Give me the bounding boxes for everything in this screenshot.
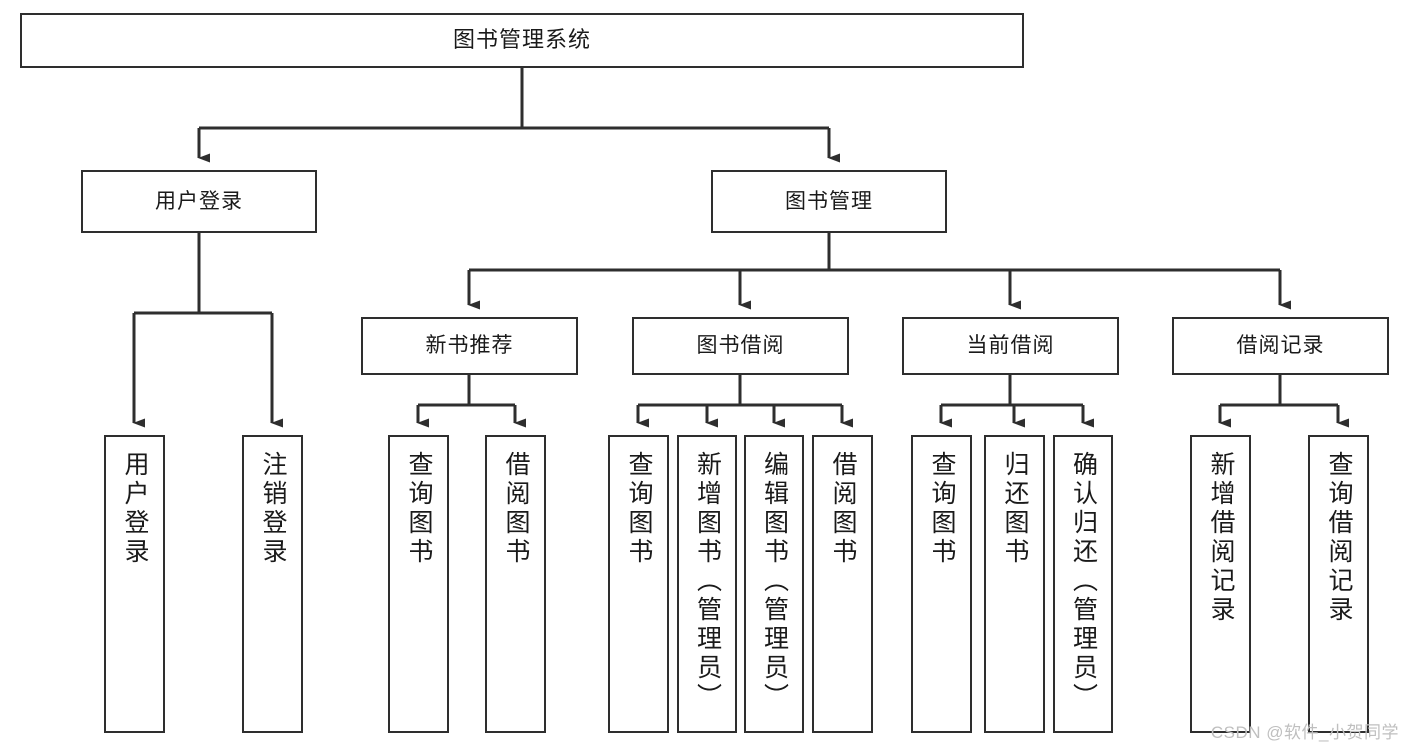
node-label: 借阅图书 [502,451,530,567]
leaf-user-logout[interactable]: 注销登录 [242,435,303,733]
node-label: 确认归还（管理员） [1069,451,1098,712]
node-label: 图书管理系统 [452,27,591,53]
node-label: 查询图书 [928,451,956,567]
leaf-query-book-borrow[interactable]: 查询图书 [608,435,669,733]
leaf-borrow-book[interactable]: 借阅图书 [812,435,873,733]
leaf-user-login[interactable]: 用户登录 [104,435,165,733]
node-label: 查询图书 [625,451,653,567]
node-label: 新书推荐 [425,334,514,358]
node-book-management[interactable]: 图书管理 [711,170,947,233]
leaf-add-book-admin[interactable]: 新增图书（管理员） [677,435,737,733]
node-label: 图书管理 [785,189,873,213]
node-label: 借阅图书 [829,451,857,567]
node-label: 归还图书 [1001,451,1029,567]
leaf-borrow-book-recommend[interactable]: 借阅图书 [485,435,546,733]
node-label: 查询借阅记录 [1325,451,1353,625]
node-label: 新增借阅记录 [1207,451,1235,625]
node-label: 借阅记录 [1236,334,1325,358]
node-borrow-record[interactable]: 借阅记录 [1172,317,1389,375]
node-book-borrow[interactable]: 图书借阅 [632,317,849,375]
node-label: 新增图书（管理员） [693,451,722,712]
node-root-system[interactable]: 图书管理系统 [20,13,1024,68]
csdn-watermark: CSDN @软件_小贺同学 [1210,723,1399,742]
leaf-confirm-return-admin[interactable]: 确认归还（管理员） [1053,435,1113,733]
node-label: 当前借阅 [966,334,1055,358]
leaf-query-book-recommend[interactable]: 查询图书 [388,435,449,733]
node-label: 注销登录 [259,451,287,567]
node-label: 查询图书 [405,451,433,567]
node-label: 用户登录 [121,451,149,567]
leaf-query-book-current[interactable]: 查询图书 [911,435,972,733]
node-current-borrow[interactable]: 当前借阅 [902,317,1119,375]
leaf-return-book[interactable]: 归还图书 [984,435,1045,733]
node-label: 编辑图书（管理员） [760,451,789,712]
leaf-query-borrow-record[interactable]: 查询借阅记录 [1308,435,1369,733]
leaf-add-borrow-record[interactable]: 新增借阅记录 [1190,435,1251,733]
leaf-edit-book-admin[interactable]: 编辑图书（管理员） [744,435,804,733]
node-user-login[interactable]: 用户登录 [81,170,317,233]
node-new-book-recommend[interactable]: 新书推荐 [361,317,578,375]
node-label: 用户登录 [155,189,243,213]
node-label: 图书借阅 [696,334,785,358]
